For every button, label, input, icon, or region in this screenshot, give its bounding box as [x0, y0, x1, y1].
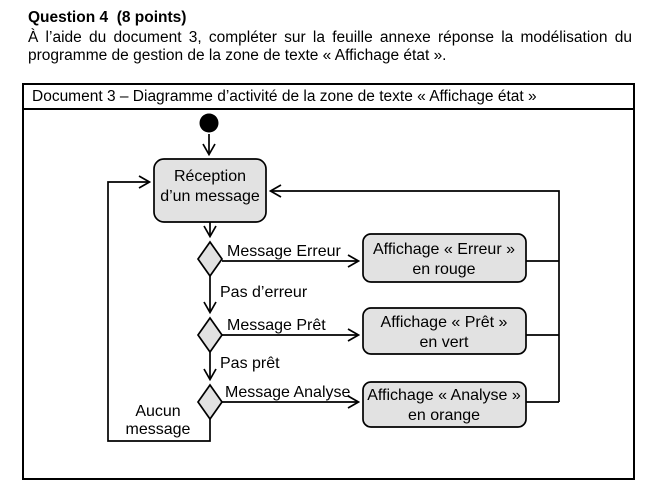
- question-body-line-1: À l’aide du document 3, compléter sur la…: [28, 29, 632, 46]
- edge-return-to-reception: [271, 191, 560, 402]
- activity-analyse-shape: [362, 381, 527, 428]
- activity-reception-message: Réception d’un message: [153, 158, 267, 223]
- guard-aucun-message-line2: message: [126, 421, 191, 438]
- guard-message-analyse: Message Analyse: [225, 384, 351, 401]
- guard-message-pret: Message Prêt: [227, 317, 326, 334]
- document-3-title-bar: Document 3 – Diagramme d’activité de la …: [22, 83, 635, 110]
- activity-pret-label-line1: Affichage « Prêt »: [381, 314, 508, 331]
- document-3-box: Document 3 – Diagramme d’activité de la …: [22, 83, 635, 480]
- guard-pas-pret: Pas prêt: [220, 355, 280, 372]
- activity-pret-shape: [362, 307, 527, 355]
- activity-reception-label-line2: d’un message: [160, 188, 260, 205]
- decision-2-diamond: [196, 316, 224, 354]
- activity-analyse-label-line1: Affichage « Analyse »: [367, 387, 521, 404]
- activity-erreur-label-line2: en rouge: [412, 261, 475, 278]
- question-body: À l’aide du document 3, compléter sur la…: [28, 29, 632, 64]
- question-body-line-2: programme de gestion de la zone de texte…: [28, 46, 447, 64]
- activity-reception-shape: [153, 158, 267, 223]
- guard-pas-derreur: Pas d’erreur: [220, 284, 308, 301]
- activity-affichage-erreur: Affichage « Erreur » en rouge: [362, 233, 527, 283]
- activity-diagram-svg: Réception d’un message Affichage « Erreu…: [107, 113, 560, 442]
- activity-affichage-pret: Affichage « Prêt » en vert: [362, 307, 527, 355]
- activity-affichage-analyse: Affichage « Analyse » en orange: [362, 381, 527, 428]
- activity-erreur-shape: [362, 233, 527, 283]
- activity-erreur-label-line1: Affichage « Erreur »: [373, 241, 515, 258]
- activity-analyse-label-line2: en orange: [408, 407, 480, 424]
- decision-3-diamond: [196, 383, 224, 421]
- decision-1-diamond: [196, 240, 224, 278]
- initial-node: [199, 113, 219, 133]
- activity-pret-label-line2: en vert: [420, 334, 469, 351]
- activity-reception-label-line1: Réception: [174, 168, 246, 185]
- guard-aucun-message-line1: Aucun: [135, 403, 180, 420]
- guard-message-erreur: Message Erreur: [227, 243, 341, 260]
- question-title: Question 4 (8 points): [28, 9, 187, 26]
- activity-diagram-area: Réception d’un message Affichage « Erreu…: [22, 108, 635, 480]
- edge-loopback-aucun-message: [107, 182, 211, 442]
